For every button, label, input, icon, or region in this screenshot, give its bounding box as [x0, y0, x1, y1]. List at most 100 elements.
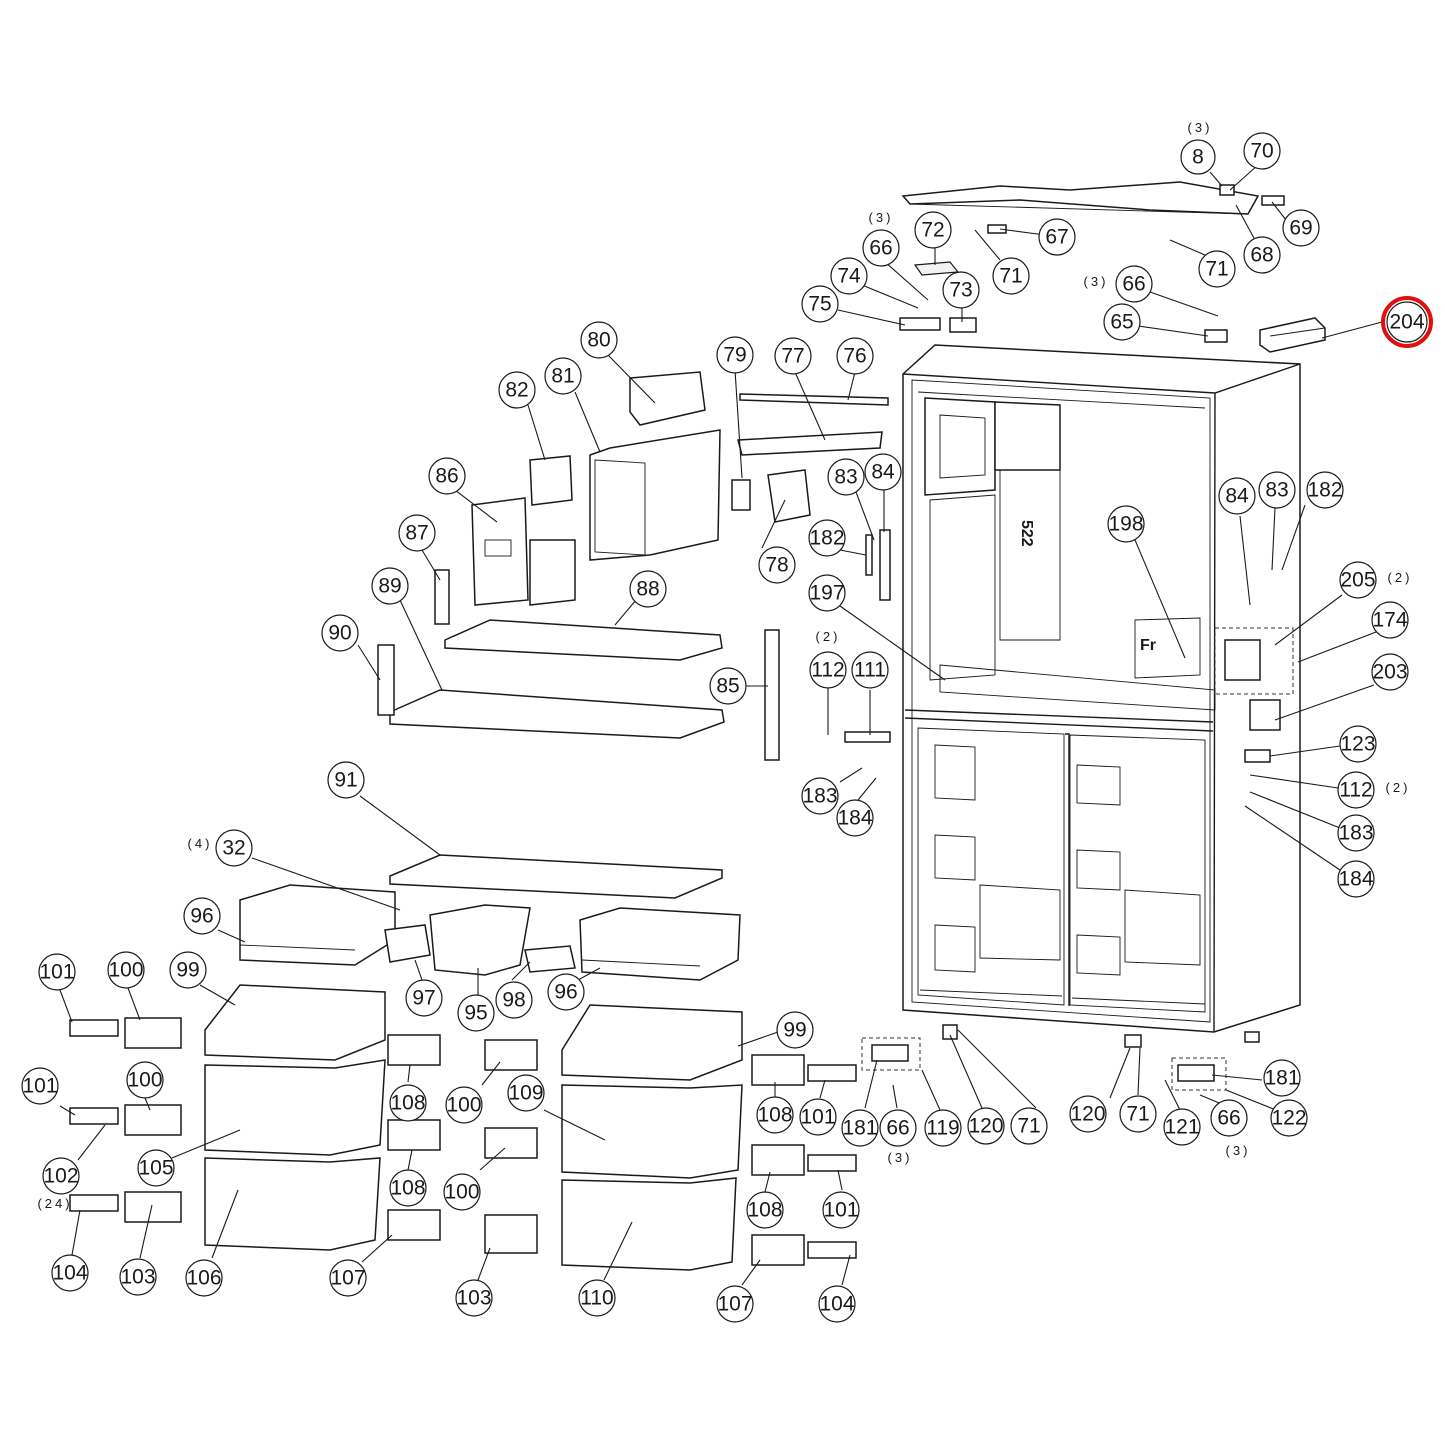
svg-text:103: 103 [456, 1287, 491, 1310]
callout-182: 182 [808, 519, 846, 557]
callout-198: 198 [1107, 505, 1145, 543]
svg-text:183: 183 [1338, 822, 1373, 845]
drawers-lower [204, 984, 743, 1271]
callout-74: 74 [830, 257, 868, 295]
svg-text:82: 82 [505, 379, 528, 402]
callout-77: 77 [774, 337, 812, 375]
callout-106: 106 [185, 1259, 223, 1297]
callout-90: 90 [321, 614, 359, 652]
callout-105: 105 [137, 1149, 175, 1187]
qty-104: (24) [37, 1196, 72, 1211]
svg-text:84: 84 [871, 461, 895, 484]
callout-204: 204 [1386, 301, 1428, 343]
callout-66: 66 [879, 1109, 917, 1147]
svg-text:80: 80 [587, 329, 610, 352]
svg-text:71: 71 [1126, 1103, 1149, 1126]
svg-text:70: 70 [1250, 140, 1273, 163]
callout-183: 183 [1337, 814, 1375, 852]
callout-119: 119 [924, 1109, 962, 1147]
callout-68: 68 [1243, 236, 1281, 274]
svg-text:90: 90 [328, 622, 351, 645]
svg-text:103: 103 [120, 1266, 155, 1289]
callout-84: 84 [864, 453, 902, 491]
svg-text:183: 183 [802, 785, 837, 808]
svg-text:106: 106 [186, 1267, 221, 1290]
svg-text:78: 78 [765, 554, 788, 577]
callout-181: 181 [1263, 1059, 1301, 1097]
qty-112: (2) [816, 629, 841, 644]
svg-text:104: 104 [52, 1262, 87, 1285]
svg-text:204: 204 [1389, 311, 1424, 334]
callout-76: 76 [836, 337, 874, 375]
svg-text:71: 71 [999, 265, 1022, 288]
svg-text:89: 89 [378, 575, 401, 598]
svg-text:203: 203 [1372, 661, 1407, 684]
svg-text:198: 198 [1108, 513, 1143, 536]
svg-text:97: 97 [412, 987, 435, 1010]
callout-100: 100 [443, 1173, 481, 1211]
cabinet-stamp: 522 [1018, 520, 1035, 547]
qty-66: (3) [888, 1150, 913, 1165]
callout-102: 102 [42, 1157, 80, 1195]
qty-32: (4) [188, 836, 213, 851]
callout-121: 121 [1163, 1108, 1201, 1146]
callout-99: 99 [169, 951, 207, 989]
svg-text:100: 100 [446, 1094, 481, 1117]
callout-83: 83 [827, 458, 865, 496]
callout-110: 110 [578, 1279, 616, 1317]
callout-205: 205 [1339, 561, 1377, 599]
highlight-ring-204 [1381, 296, 1433, 348]
callout-95: 95 [457, 994, 495, 1032]
svg-text:85: 85 [716, 675, 739, 698]
callout-71: 71 [992, 257, 1030, 295]
svg-text:81: 81 [551, 365, 574, 388]
svg-text:108: 108 [390, 1177, 425, 1200]
svg-text:87: 87 [405, 522, 428, 545]
svg-text:83: 83 [834, 466, 857, 489]
callout-70: 70 [1243, 132, 1281, 170]
svg-text:73: 73 [949, 279, 972, 302]
svg-text:91: 91 [334, 769, 357, 792]
callout-89: 89 [371, 567, 409, 605]
callout-112: 112 [809, 651, 847, 689]
callout-197: 197 [808, 574, 846, 612]
svg-text:197: 197 [809, 582, 844, 605]
svg-text:108: 108 [390, 1092, 425, 1115]
ice-maker-assembly [434, 371, 891, 625]
svg-text:107: 107 [717, 1293, 752, 1316]
callout-79: 79 [716, 336, 754, 374]
svg-text:100: 100 [127, 1069, 162, 1092]
callout-103: 103 [455, 1279, 493, 1317]
shelves [377, 619, 891, 761]
svg-text:120: 120 [968, 1115, 1003, 1138]
callout-66: 66 [1115, 265, 1153, 303]
svg-text:65: 65 [1110, 311, 1133, 334]
callout-174: 174 [1371, 601, 1409, 639]
svg-text:96: 96 [190, 905, 213, 928]
cabinet-stamp-2: Fr [1140, 637, 1156, 654]
svg-text:101: 101 [800, 1106, 835, 1129]
callout-203: 203 [1371, 653, 1409, 691]
callout-183: 183 [801, 777, 839, 815]
svg-text:107: 107 [330, 1267, 365, 1290]
drawer-rails [69, 1017, 857, 1266]
svg-text:182: 182 [1307, 479, 1342, 502]
callout-101: 101 [799, 1098, 837, 1136]
svg-text:100: 100 [108, 959, 143, 982]
svg-text:99: 99 [176, 959, 199, 982]
svg-text:32: 32 [222, 837, 245, 860]
svg-text:71: 71 [1205, 258, 1228, 281]
svg-text:100: 100 [444, 1181, 479, 1204]
svg-text:174: 174 [1372, 609, 1407, 632]
svg-text:111: 111 [854, 659, 886, 682]
svg-text:112: 112 [1339, 779, 1372, 802]
qty-8: (3) [1188, 120, 1213, 135]
svg-text:122: 122 [1271, 1107, 1306, 1130]
callout-100: 100 [107, 951, 145, 989]
callout-101: 101 [38, 953, 76, 991]
svg-text:112: 112 [811, 659, 844, 682]
svg-text:83: 83 [1265, 479, 1288, 502]
callout-32: 32 [215, 829, 253, 867]
svg-text:75: 75 [808, 293, 831, 316]
callout-104: 104 [818, 1285, 856, 1323]
